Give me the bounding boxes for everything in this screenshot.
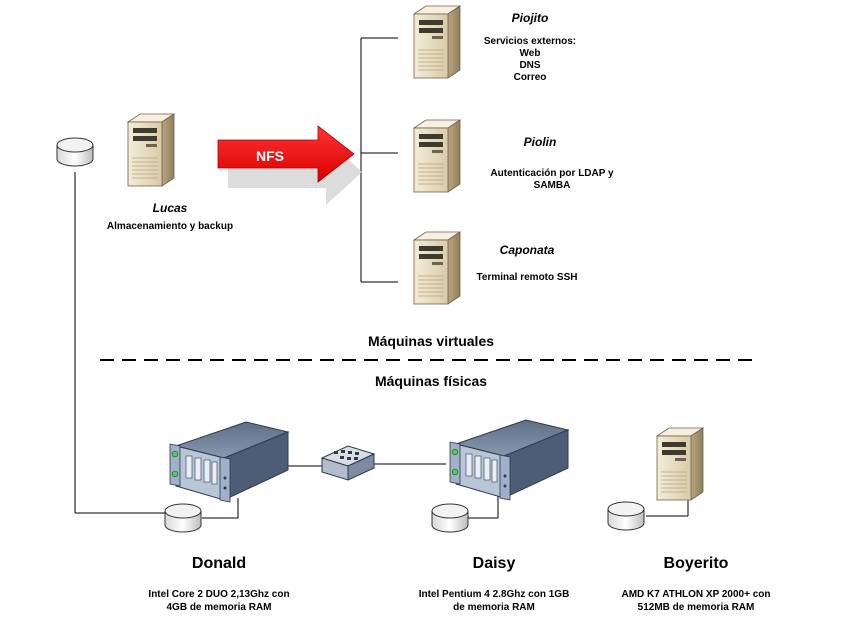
nfs-arrow <box>217 125 362 205</box>
piojito-server-icon <box>413 5 461 79</box>
boyerito-detail-line: AMD K7 ATHLON XP 2000+ con <box>621 589 770 600</box>
piolin-detail-line: SAMBA <box>534 180 571 191</box>
donald-disk-icon <box>164 503 202 533</box>
daisy-disk-icon <box>431 503 469 533</box>
boyerito-detail-line: 512MB de memoria RAM <box>638 602 755 613</box>
boyerito-disk-icon <box>607 501 645 531</box>
connector-lines <box>74 37 689 519</box>
boyerito-name: Boyerito <box>664 555 729 572</box>
piojito-detail-line: Web <box>520 48 541 59</box>
piolin-server-icon <box>413 119 461 193</box>
section-physical-label: Máquinas físicas <box>375 373 487 389</box>
network-switch-icon <box>320 445 376 481</box>
piojito-detail-line: DNS <box>519 60 540 71</box>
lucas-server-icon <box>127 113 175 187</box>
donald-name: Donald <box>192 555 246 572</box>
section-virtual-label: Máquinas virtuales <box>368 333 494 349</box>
lucas-storage-disk-icon <box>56 137 94 167</box>
piojito-detail-line: Servicios externos: <box>484 36 576 47</box>
daisy-name: Daisy <box>473 555 516 572</box>
boyerito-server-icon <box>656 427 704 501</box>
nfs-label: NFS <box>256 148 284 164</box>
donald-detail-line: Intel Core 2 DUO 2,13Ghz con <box>148 589 289 600</box>
daisy-detail-line: de memoria RAM <box>453 602 535 613</box>
caponata-name: Caponata <box>500 243 555 257</box>
piojito-detail-line: Correo <box>514 72 547 83</box>
donald-detail-line: 4GB de memoria RAM <box>166 602 271 613</box>
lucas-role: Almacenamiento y backup <box>107 221 233 232</box>
daisy-server-icon <box>449 419 569 501</box>
caponata-server-icon <box>413 231 461 305</box>
donald-server-icon <box>169 421 289 503</box>
daisy-detail-line: Intel Pentium 4 2.8Ghz con 1GB <box>419 589 570 600</box>
piolin-name: Piolin <box>524 135 557 149</box>
piojito-name: Piojito <box>512 11 549 25</box>
lucas-name: Lucas <box>153 201 188 215</box>
piolin-detail-line: Autenticación por LDAP y <box>490 168 614 179</box>
caponata-detail-line: Terminal remoto SSH <box>477 272 578 283</box>
